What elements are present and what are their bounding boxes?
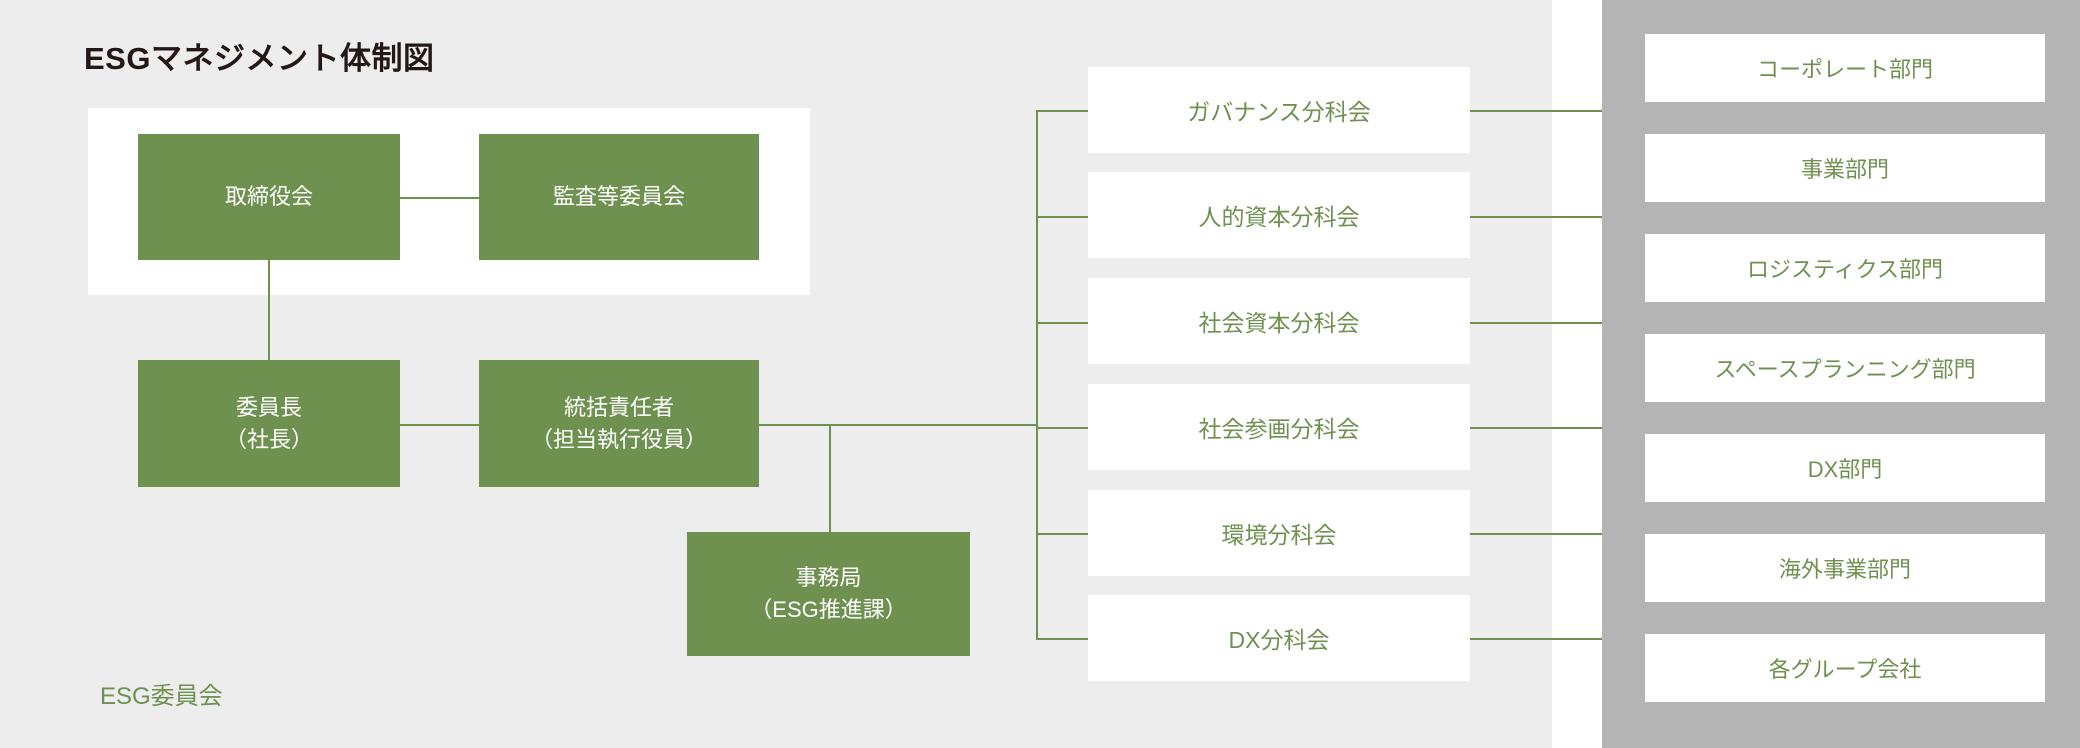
box-subcommittee-environment[interactable]: 環境分科会	[1088, 490, 1470, 576]
box-subcommittee-social-capital[interactable]: 社会資本分科会	[1088, 278, 1470, 364]
branch-left-subcommittee-2	[1036, 216, 1088, 218]
branch-right-subcommittee-4	[1470, 427, 1602, 429]
branch-right-subcommittee-2	[1470, 216, 1602, 218]
connector-board-to-audit	[399, 197, 479, 199]
branch-right-subcommittee-5	[1470, 533, 1602, 535]
connector-chairperson-to-general-manager	[399, 424, 479, 426]
box-department-dx[interactable]: DX部門	[1645, 434, 2045, 502]
box-chairperson[interactable]: 委員長 （社長）	[138, 360, 400, 487]
box-subcommittee-human-capital[interactable]: 人的資本分科会	[1088, 172, 1470, 258]
box-department-space-planning[interactable]: スペースプランニング部門	[1645, 334, 2045, 402]
page-title: ESGマネジメント体制図	[84, 41, 435, 76]
box-department-group-companies[interactable]: 各グループ会社	[1645, 634, 2045, 702]
box-subcommittee-social-participation[interactable]: 社会参画分科会	[1088, 384, 1470, 470]
esg-committee-caption: ESG委員会	[100, 683, 223, 710]
box-general-manager[interactable]: 統括責任者 （担当執行役員）	[479, 360, 759, 487]
connector-trunk-to-secretariat	[829, 424, 831, 532]
branch-right-subcommittee-3	[1470, 322, 1602, 324]
branch-left-subcommittee-5	[1036, 533, 1088, 535]
branch-left-subcommittee-6	[1036, 638, 1088, 640]
branch-left-subcommittee-4	[1036, 427, 1088, 429]
branch-left-subcommittee-3	[1036, 322, 1088, 324]
box-audit-committee[interactable]: 監査等委員会	[479, 134, 759, 260]
branch-right-subcommittee-6	[1470, 638, 1602, 640]
connector-general-manager-to-trunk	[759, 424, 1038, 426]
box-subcommittee-governance[interactable]: ガバナンス分科会	[1088, 67, 1470, 153]
connector-board-to-chairperson	[268, 260, 270, 360]
box-department-corporate[interactable]: コーポレート部門	[1645, 34, 2045, 102]
box-subcommittee-dx[interactable]: DX分科会	[1088, 595, 1470, 681]
box-secretariat[interactable]: 事務局 （ESG推進課）	[687, 532, 970, 656]
branch-left-subcommittee-1	[1036, 110, 1088, 112]
subcommittee-trunk-line	[1036, 110, 1038, 640]
branch-right-subcommittee-1	[1470, 110, 1602, 112]
box-department-overseas-business[interactable]: 海外事業部門	[1645, 534, 2045, 602]
box-board-of-directors[interactable]: 取締役会	[138, 134, 400, 260]
box-department-logistics[interactable]: ロジスティクス部門	[1645, 234, 2045, 302]
box-department-business[interactable]: 事業部門	[1645, 134, 2045, 202]
